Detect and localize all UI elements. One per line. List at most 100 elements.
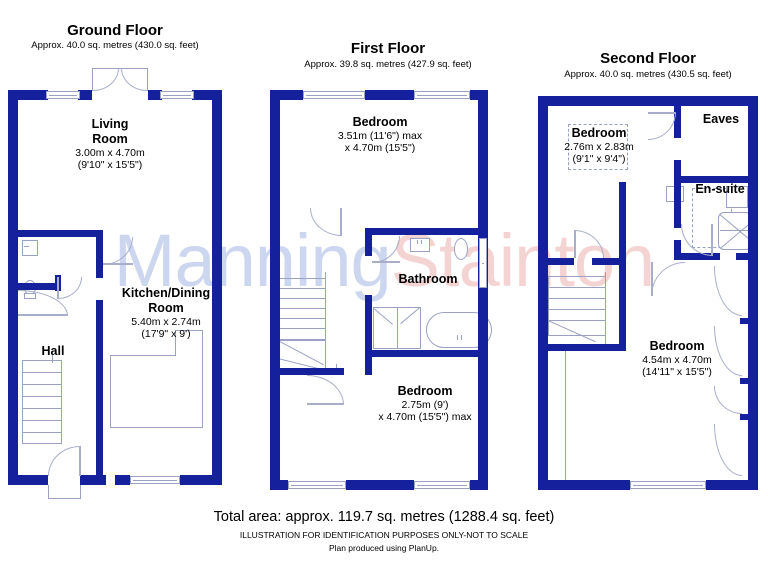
second-wall-vert-a — [674, 106, 681, 138]
second-wall-right-stub-c — [740, 414, 758, 420]
first-bathroom-door-leaf — [372, 261, 400, 263]
first-wall-right-seg-a — [478, 228, 488, 238]
room-label-eaves: Eaves — [702, 112, 740, 126]
ground-wc-door-leaf — [57, 277, 59, 299]
second-wall-ensuite-left-b — [674, 240, 681, 260]
ground-wall-top-c — [148, 90, 162, 100]
first-wall-top-e — [365, 90, 372, 100]
second-landing-door-leaf — [651, 262, 653, 296]
first-wall-top-d — [284, 90, 303, 100]
disclaimer-line-2: Plan produced using PlanUp. — [328, 543, 440, 553]
ground-hall-door-leaf — [18, 314, 68, 316]
first-bed2-door-leaf — [307, 403, 344, 405]
first-wall-top-b — [372, 90, 414, 100]
first-bath-tap-b — [461, 335, 462, 340]
ground-wall-bottom-d — [180, 475, 222, 485]
ground-back-door-jamb-l — [48, 485, 49, 499]
second-floor-title: Second Floor — [600, 50, 696, 67]
second-floor-area: Approx. 40.0 sq. metres (430.5 sq. feet) — [564, 69, 732, 80]
first-stair-winder-b — [277, 340, 324, 366]
second-bed1-lower-door-arc — [574, 230, 604, 258]
second-stair-rail-outer — [605, 272, 606, 344]
second-stair-winder-a — [548, 320, 606, 321]
ground-kitchen-unit-right — [202, 330, 203, 428]
first-bathroom-toilet — [454, 238, 468, 260]
ground-kitchen-door-leaf — [103, 263, 133, 265]
room-label-first-bedroom-rear: Bedroom 2.75m (9') x 4.70m (15'5") max — [378, 384, 472, 424]
second-wall-bed1-bottom-a — [538, 258, 574, 265]
first-window-bottom-left — [288, 481, 346, 489]
second-wall-bottom-a — [538, 480, 630, 490]
first-wall-bathroom-top — [365, 228, 478, 235]
first-wall-top-a — [270, 90, 284, 100]
ground-floor-area: Approx. 40.0 sq. metres (430.0 sq. feet) — [31, 40, 199, 51]
first-bed1-door-leaf — [340, 208, 342, 236]
ground-stair-newel — [52, 355, 53, 363]
ground-wall-top-a — [8, 90, 48, 100]
second-wall-bed1-bottom-b — [592, 258, 626, 265]
second-ensuite-toilet — [726, 186, 748, 208]
second-shower-centre — [720, 230, 750, 231]
first-window-top-right — [414, 91, 470, 99]
second-wall-stair-bottom — [538, 344, 626, 351]
first-basin-tap-a — [417, 240, 418, 244]
ground-wall-wc-bottom — [18, 283, 58, 290]
first-wall-vert-b — [365, 295, 372, 357]
second-wall-stair-right — [619, 258, 626, 350]
disclaimer-line-1: ILLUSTRATION FOR IDENTIFICATION PURPOSES… — [239, 530, 529, 540]
ground-kitchen-unit-top — [110, 355, 175, 356]
room-label-ensuite: En-suite — [695, 182, 745, 196]
ground-wc-door-arc — [58, 277, 82, 299]
ground-window-bottom — [130, 476, 180, 484]
second-wardrobe-door-1 — [714, 266, 742, 316]
second-stairs — [548, 276, 606, 336]
first-wall-bathroom-bottom — [365, 350, 478, 357]
room-label-first-bedroom-front: Bedroom 3.51m (11'6") max x 4.70m (15'5"… — [337, 115, 423, 155]
ground-kitchen-unit-step — [175, 330, 176, 356]
first-wall-left — [270, 90, 280, 490]
second-ensuite-door-arc — [681, 224, 713, 256]
second-wall-left — [538, 96, 548, 490]
second-wall-right — [748, 96, 758, 490]
ground-back-door-sill — [48, 498, 81, 499]
first-window-top-left — [303, 91, 365, 99]
second-wall-vert-c — [619, 182, 626, 265]
second-window-bottom — [630, 481, 706, 489]
ground-entry-jamb-right — [147, 68, 148, 91]
second-wall-bottom-b — [706, 480, 758, 490]
ground-wc-basin — [22, 240, 38, 256]
first-window-bottom-right — [414, 481, 470, 489]
ground-entry-arc-left — [93, 68, 119, 91]
first-window-bathroom — [479, 238, 487, 288]
first-floor-title: First Floor — [350, 40, 426, 57]
first-bed2-door-arc — [307, 375, 344, 405]
first-stair-winder-a — [278, 340, 326, 341]
second-wall-right-stub-b — [740, 378, 758, 384]
room-label-second-bedroom-front: Bedroom 2.76m x 2.83m (9'1" x 9'4") — [564, 126, 634, 166]
total-area-text: Total area: approx. 119.7 sq. metres (12… — [213, 509, 555, 525]
first-wall-bottom-a — [270, 480, 288, 490]
ground-kitchen-unit-top2 — [175, 330, 203, 331]
second-bed1-door-leaf — [648, 112, 676, 114]
first-bath-tap-a — [457, 335, 458, 340]
ground-back-door-leaf — [79, 446, 81, 476]
ground-floor-title: Ground Floor — [67, 22, 163, 39]
second-wall-top — [538, 96, 758, 106]
ground-wall-right — [212, 90, 222, 485]
first-wall-landing-bottom — [270, 368, 336, 375]
ground-kitchen-unit-left — [110, 355, 111, 427]
first-wall-bottom-d — [346, 480, 372, 490]
first-wall-right — [478, 90, 488, 490]
second-wall-ensuite-bottom-b — [736, 253, 758, 260]
first-basin-tap-b — [421, 240, 422, 244]
ground-entry-arc-right — [121, 68, 147, 91]
first-bathroom-basin — [410, 238, 430, 252]
second-wall-right-stub-a — [740, 318, 758, 324]
first-wall-bottom-c — [470, 480, 488, 490]
second-wall-eaves-bottom — [674, 176, 758, 183]
ground-stairs — [22, 360, 62, 444]
room-label-hall: Hall — [41, 344, 65, 358]
ground-wc-basin-tap — [24, 246, 29, 247]
ground-entry-jamb-left — [92, 68, 93, 91]
first-shower-centre — [397, 308, 398, 348]
